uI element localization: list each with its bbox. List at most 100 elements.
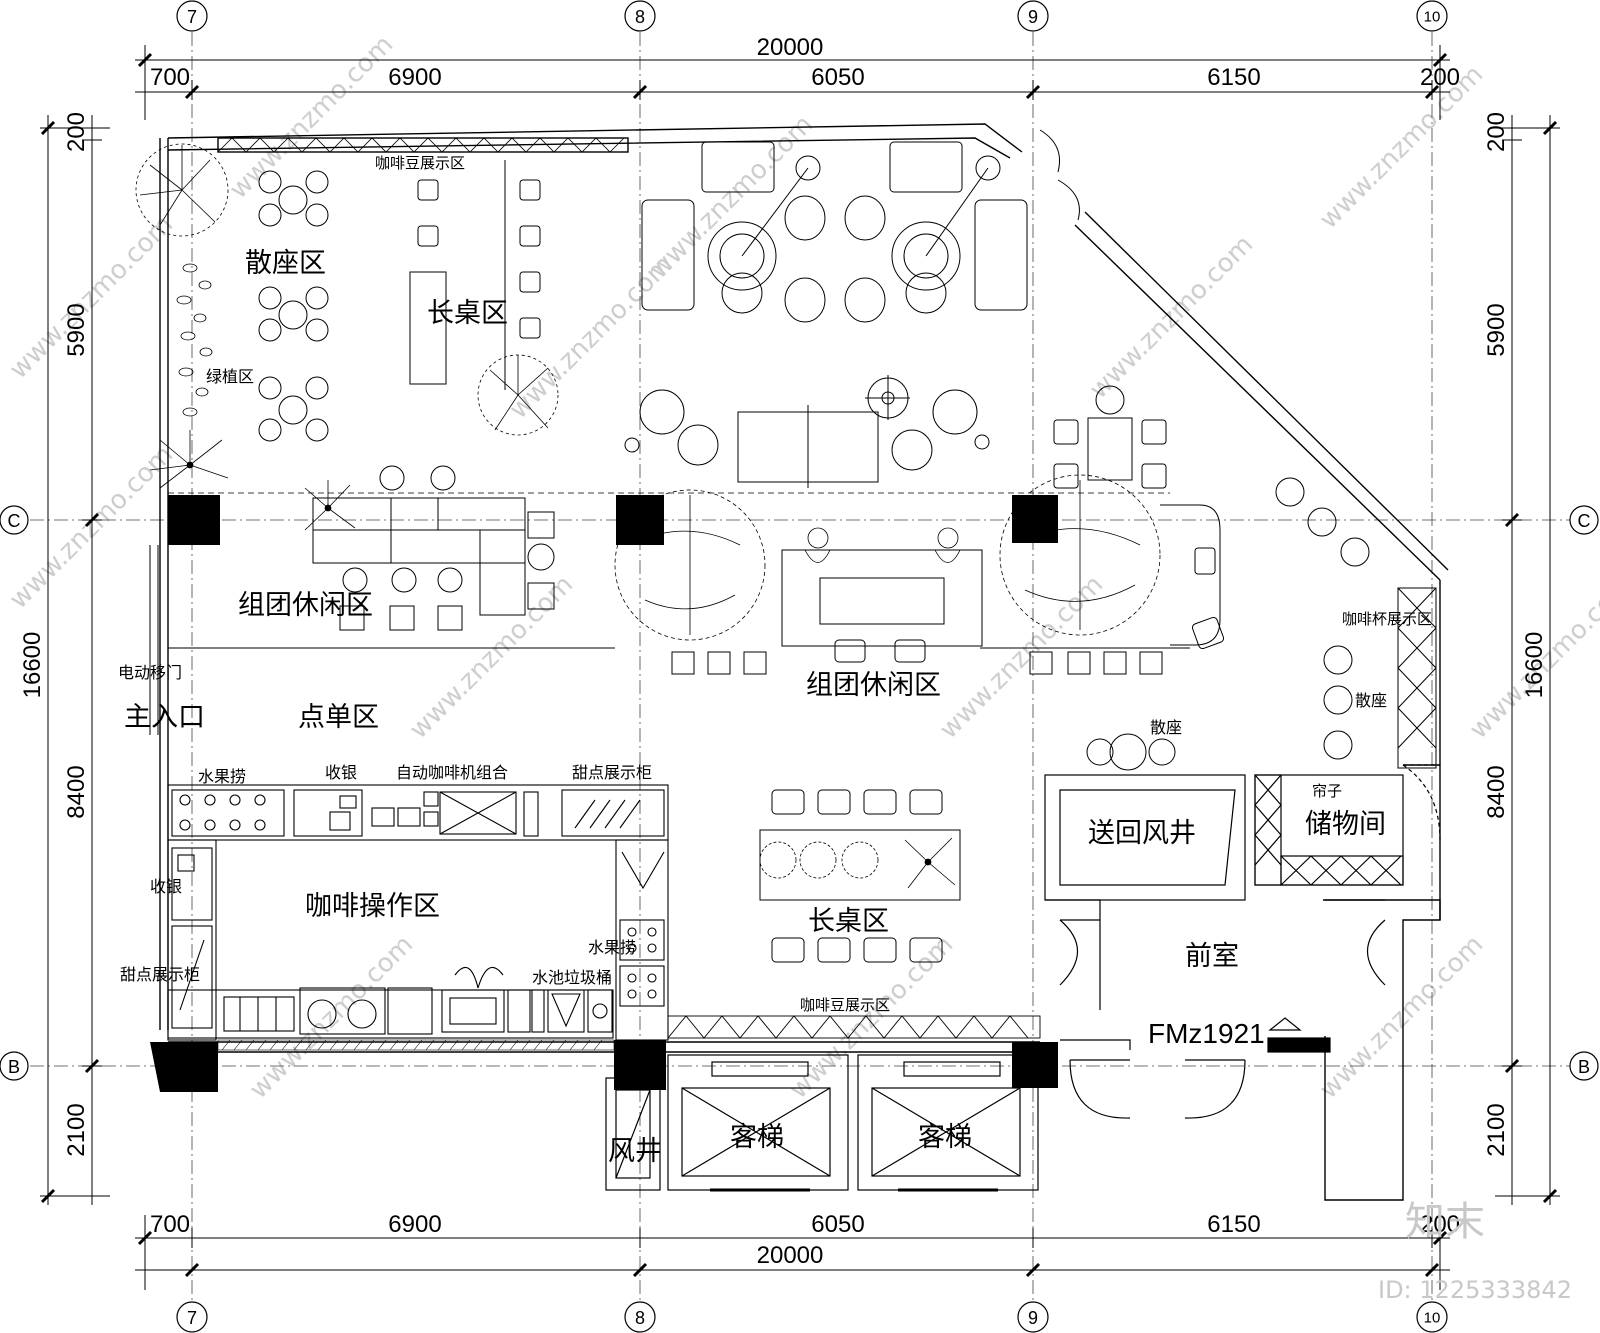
axis-label: B [8,1057,20,1077]
label-fruit-fishing-top: 水果捞 [198,767,246,786]
group-lounge-left-furniture [312,465,555,631]
plants-long-table [759,837,956,889]
axis-label: 10 [1424,1310,1441,1327]
dim-right: 5900 [1483,303,1510,356]
dim-bottom: 6050 [811,1211,864,1238]
dim-total-top: 20000 [757,34,824,61]
label-elevator-2: 客梯 [918,1122,972,1153]
axis-label: 9 [1028,7,1038,27]
label-coffee-bean-display-top: 咖啡豆展示区 [375,154,465,172]
watermark-text: www.znzmo.com [784,930,959,1105]
plant-group-left [304,480,356,531]
axis-label: 7 [187,7,197,27]
watermark-id: ID: 1225333842 [1378,1276,1572,1304]
lounge-middle-furniture [624,375,1167,489]
window-seats-right [1086,477,1437,771]
scatter-seating-furniture [258,170,329,442]
watermark-text: www.znzmo.com [224,30,399,205]
dim-total-right: 16600 [1521,632,1548,699]
service-counter [167,784,669,1041]
label-order-area: 点单区 [298,702,379,733]
grid-axis-lines [30,32,1570,1300]
label-group-lounge-left: 组团休闲区 [238,590,373,621]
label-storage-room: 储物间 [1305,809,1386,840]
axis-label: 9 [1028,1308,1038,1328]
facade-truss [217,137,625,153]
group-lounge-center-furniture [671,504,1225,675]
watermark-text: www.znzmo.com [1314,930,1489,1105]
dim-top: 6050 [811,64,864,91]
label-air-shaft-supply: 送回风井 [1088,818,1196,849]
axis-label: C [1578,511,1591,531]
plant-left-star [149,430,229,489]
label-dessert-cabinet-left: 甜点展示柜 [120,965,200,984]
label-coffee-cup-display: 咖啡杯展示区 [1342,610,1432,628]
watermark-text: www.znzmo.com [404,570,579,745]
brand-watermark: 知末 ID: 1225333842 [1378,1199,1572,1304]
watermark-text: www.znzmo.com [244,930,419,1105]
dim-top: 6150 [1207,64,1260,91]
label-sink-trash: 水池垃圾桶 [532,968,612,987]
long-table-bottom-furniture [759,789,961,963]
label-scatter-seat-center: 散座 [1150,718,1182,737]
label-auto-coffee-machine: 自动咖啡机组合 [396,763,508,782]
dim-left: 8400 [63,765,90,818]
dimension-labels: 20000 700 6900 6050 6150 200 20000 700 6… [19,34,1548,1269]
lounge-top-center-furniture [641,141,1028,323]
pebbles-path [176,263,213,417]
watermark-brand: 知末 [1405,1199,1485,1245]
label-air-shaft: 风井 [608,1136,662,1167]
label-fire-door-code: FMz1921 [1148,1018,1265,1049]
dim-left: 200 [63,112,90,152]
top-right-door [1039,129,1080,221]
axis-label: C [8,511,21,531]
dim-bottom: 200 [1420,1211,1460,1238]
dim-total-left: 16600 [19,632,46,699]
axis-label: 7 [187,1308,197,1328]
dimension-lines [40,45,1560,1290]
dim-top: 200 [1420,64,1460,91]
label-electric-sliding-door: 电动移门 [118,663,182,682]
label-main-entrance: 主入口 [124,702,205,733]
label-long-table-top: 长桌区 [427,298,508,329]
main-entrance-door [149,545,159,735]
dim-top: 700 [150,64,190,91]
coffee-bean-display-bottom [667,1015,1041,1039]
label-green-planting: 绿植区 [206,367,254,386]
structural-columns [150,495,1058,1092]
plants [135,143,1161,889]
watermark-text: www.znzmo.com [4,440,179,615]
dim-total-bottom: 20000 [757,1242,824,1269]
axis-bubble-labels: 7 8 9 10 7 8 9 10 C B C B [8,7,1591,1328]
label-group-lounge-center: 组团休闲区 [806,670,941,701]
label-curtain: 帘子 [1312,782,1342,800]
label-long-table-bottom: 长桌区 [808,906,889,937]
label-cashier-top: 收银 [325,763,357,782]
dim-right: 8400 [1483,765,1510,818]
dim-right: 200 [1483,112,1510,152]
label-scatter-seating: 散座区 [245,248,326,279]
axis-label: 10 [1424,9,1441,26]
tree-center-top [477,354,559,436]
label-scatter-seat-right: 散座 [1355,691,1387,710]
counter-base-hatch [217,1039,615,1051]
label-elevator-1: 客梯 [730,1122,784,1153]
tree-top-left [135,143,229,237]
dim-right: 2100 [1483,1103,1510,1156]
room-labels: 散座区 长桌区 绿植区 咖啡豆展示区 组团休闲区 组团休闲区 电动移门 主入口 … [118,154,1432,1167]
label-coffee-operation: 咖啡操作区 [305,891,440,922]
watermark-text: www.znzmo.com [1314,60,1489,235]
axis-label: 8 [635,1308,645,1328]
axis-label: 8 [635,7,645,27]
long-table-top-furniture [409,160,541,390]
label-cashier-left: 收银 [150,877,182,896]
dim-bottom: 700 [150,1211,190,1238]
label-coffee-bean-display-bottom: 咖啡豆展示区 [800,996,890,1014]
tree-planter-left [614,489,766,641]
dim-top: 6900 [388,64,441,91]
service-core [605,764,1441,1192]
dimension-ticks [40,52,1558,1278]
dim-bottom: 6150 [1207,1211,1260,1238]
